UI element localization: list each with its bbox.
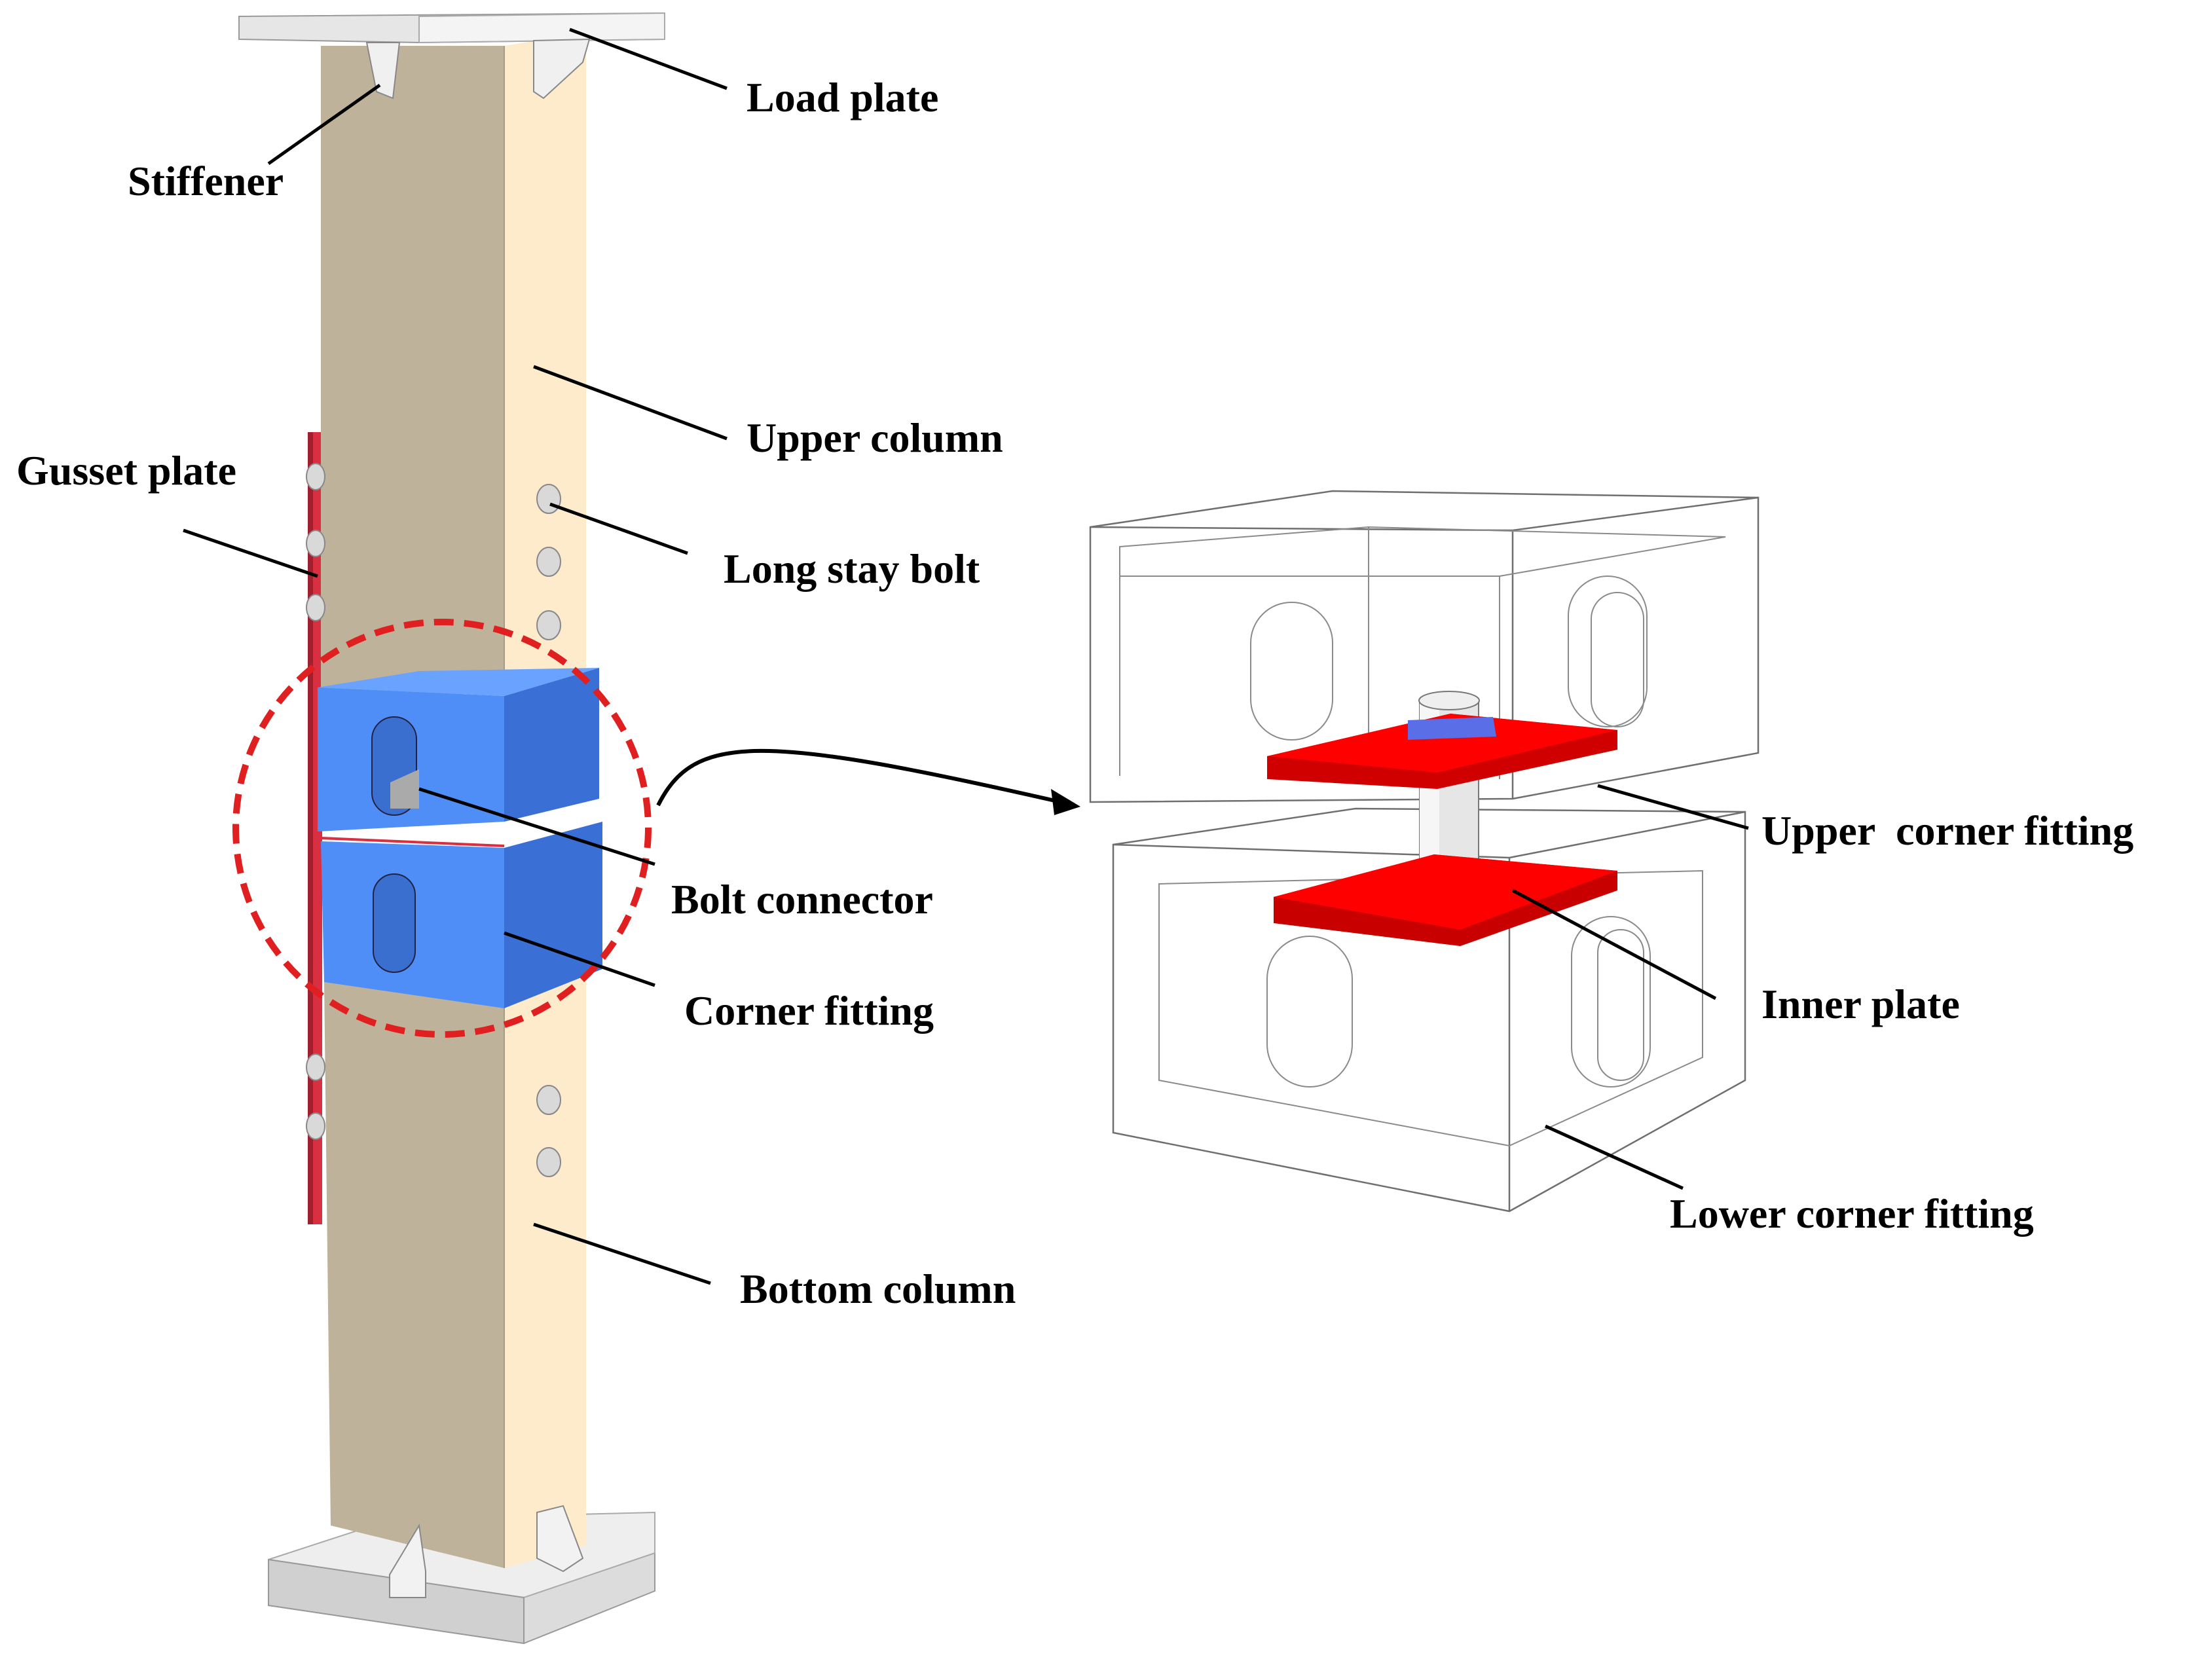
bottom-stiffeners bbox=[389, 1505, 584, 1598]
long-stay-bolts-upper bbox=[306, 463, 561, 640]
bolt-icon bbox=[536, 610, 561, 640]
stiffener-left bbox=[365, 42, 401, 100]
bolt-icon bbox=[306, 1112, 325, 1140]
top-load-plate bbox=[238, 12, 665, 44]
label-upper-column: Upper column bbox=[747, 414, 1003, 461]
label-long-stay-bolt: Long stay bolt bbox=[724, 545, 980, 592]
lower-inner-plate bbox=[1274, 854, 1617, 946]
leader-stiffener bbox=[267, 83, 381, 166]
lower-corner-fitting-wire bbox=[1112, 807, 1746, 1213]
stiffener-right bbox=[533, 38, 591, 100]
arrow-head-icon bbox=[1051, 789, 1080, 815]
leader-bottom-column bbox=[533, 1222, 711, 1285]
label-bottom-column: Bottom column bbox=[740, 1266, 1016, 1312]
label-bolt-connector: Bolt connector bbox=[671, 876, 933, 923]
lower-corner-fitting-block bbox=[320, 822, 602, 1008]
leader-corner-fitting bbox=[504, 931, 655, 987]
bolt-icon bbox=[306, 594, 325, 621]
label-corner-fitting: Corner fitting bbox=[684, 987, 934, 1034]
labels: Load plate Stiffener Upper column Gusset… bbox=[16, 74, 2133, 1312]
bolt-icon bbox=[306, 463, 325, 490]
label-lower-corner-fitting: Lower corner fitting bbox=[1670, 1190, 2034, 1237]
leader-gusset-plate bbox=[183, 528, 318, 578]
bottom-column bbox=[324, 976, 586, 1568]
connection-detail bbox=[1089, 490, 1760, 1213]
label-load-plate: Load plate bbox=[747, 74, 938, 120]
leader-inner-plate bbox=[1511, 888, 1717, 1000]
leader-upper-corner-fitting bbox=[1597, 784, 1749, 830]
label-gusset-plate: Gusset plate bbox=[16, 447, 236, 494]
leader-upper-column bbox=[533, 365, 728, 441]
upper-column bbox=[321, 33, 586, 694]
bolt-icon bbox=[536, 484, 561, 514]
leader-lines bbox=[183, 27, 1749, 1285]
bolt-icon bbox=[536, 547, 561, 577]
column-assembly bbox=[232, 12, 665, 1645]
label-upper-corner-fitting: Upper corner fitting bbox=[1761, 807, 2133, 854]
top-stiffeners bbox=[365, 38, 591, 100]
nut-icon bbox=[1408, 717, 1496, 740]
upper-corner-fitting-block bbox=[318, 668, 599, 832]
bolt-icon bbox=[306, 1053, 325, 1081]
label-inner-plate: Inner plate bbox=[1761, 981, 1960, 1027]
upper-inner-plate bbox=[1267, 714, 1617, 789]
bolt-icon bbox=[536, 1147, 561, 1177]
long-stay-bolts-lower bbox=[306, 1053, 561, 1177]
leader-long-stay-bolt bbox=[549, 502, 688, 555]
leader-bolt-connector bbox=[418, 787, 655, 866]
highlight-circle bbox=[232, 619, 652, 1038]
zoom-arrow bbox=[656, 748, 1080, 815]
label-stiffener: Stiffener bbox=[128, 158, 284, 204]
leader-load-plate bbox=[569, 27, 728, 90]
leader-lower-corner-fitting bbox=[1544, 1124, 1684, 1190]
bolt-icon bbox=[536, 1085, 561, 1115]
oval-hole-lower bbox=[373, 873, 416, 973]
bolt-icon bbox=[306, 530, 325, 557]
